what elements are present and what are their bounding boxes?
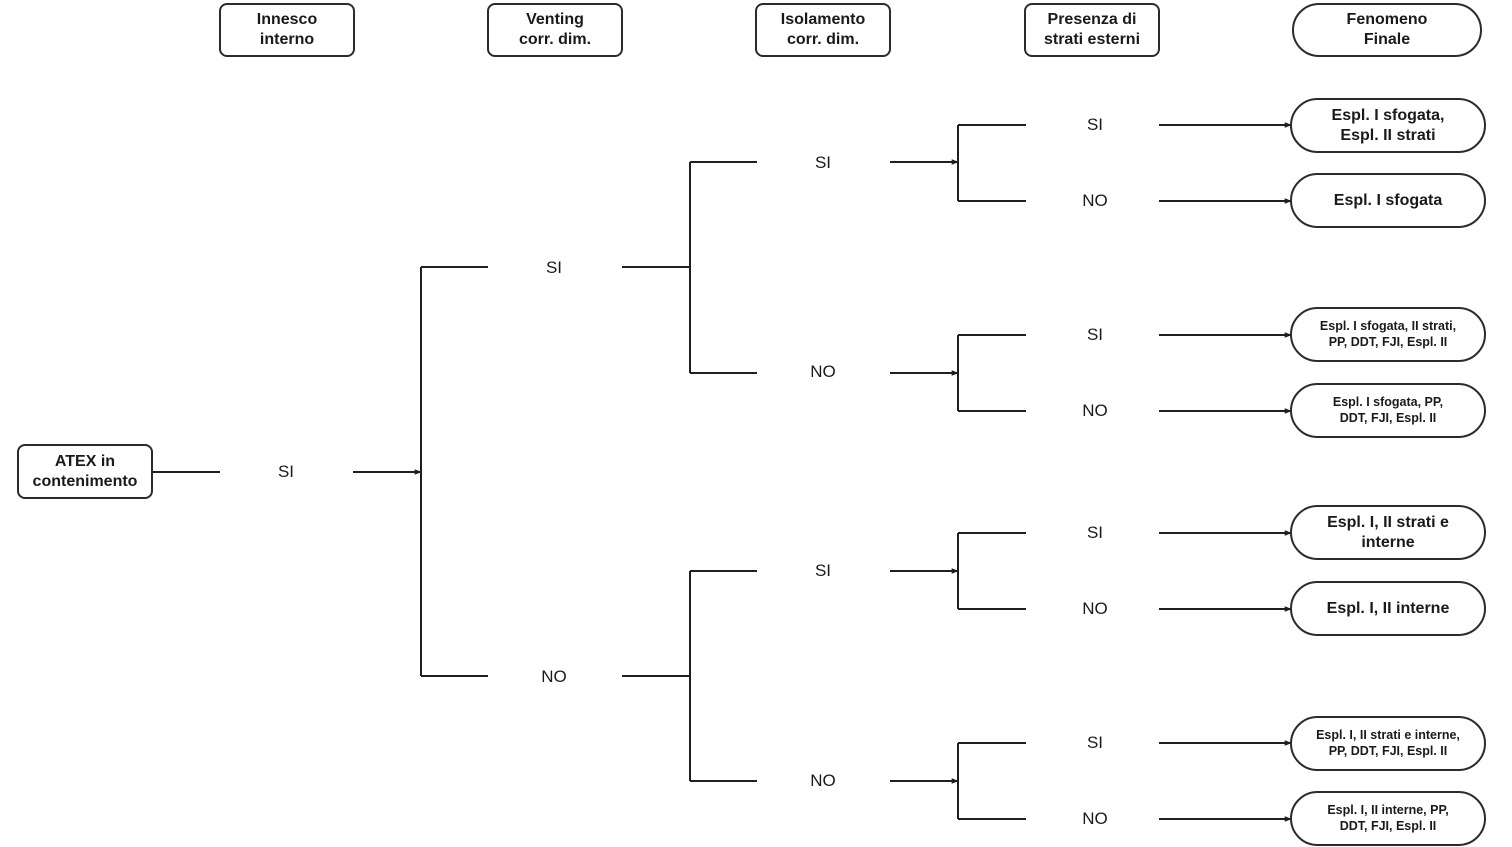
outcome-4-line2: DDT, FJI, Espl. II (1339, 410, 1437, 425)
root-atex-contenimento: ATEX in contenimento (17, 444, 153, 499)
header-strati-line2: strati esterni (1043, 31, 1141, 48)
outcome-5-line1: Espl. I, II strati e (1327, 513, 1449, 531)
outcome-box-1: Espl. I sfogata, Espl. II strati (1290, 98, 1486, 153)
outcome-3-line1: Espl. I sfogata, II strati, (1319, 318, 1457, 333)
header-isolamento: Isolamento corr. dim. (755, 3, 891, 57)
header-venting-line1: Venting (526, 11, 584, 28)
outcome-box-5: Espl. I, II strati e interne (1290, 505, 1486, 560)
isolamento-si-label-1: SI (814, 153, 832, 172)
isolamento-si-label-2: SI (814, 561, 832, 580)
strati-si-label-3: SI (1086, 523, 1104, 542)
strati-si-label-4: SI (1086, 733, 1104, 752)
outcome-3-line2: PP, DDT, FJI, Espl. II (1328, 334, 1448, 349)
isolamento-no-label-1: NO (810, 362, 836, 381)
venting-si-label: SI (545, 258, 563, 277)
outcome-box-4: Espl. I sfogata, PP,DDT, FJI, Espl. II (1290, 383, 1486, 438)
strati-no-label-2: NO (1082, 401, 1108, 420)
outcome-7-line2: PP, DDT, FJI, Espl. II (1328, 743, 1448, 758)
outcome-1-line2: Espl. II strati (1340, 126, 1436, 144)
outcome-6-line1: Espl. I, II interne (1326, 599, 1450, 617)
outcome-5-line2: interne (1361, 533, 1415, 551)
innesco-si-label: SI (277, 462, 295, 481)
isolamento-no-label-2: NO (810, 771, 836, 790)
header-venting: Venting corr. dim. (487, 3, 623, 57)
outcome-7-line1: Espl. I, II strati e interne, (1316, 727, 1460, 742)
strati-no-label-3: NO (1082, 599, 1108, 618)
header-venting-line2: corr. dim. (518, 31, 592, 48)
header-innesco-line2: interno (259, 31, 315, 48)
strati-no-label-4: NO (1082, 809, 1108, 828)
outcome-1-line1: Espl. I sfogata, (1331, 106, 1445, 124)
header-strati-line1: Presenza di (1047, 11, 1137, 28)
strati-si-label-2: SI (1086, 325, 1104, 344)
header-isolamento-line1: Isolamento (780, 11, 866, 28)
header-fenomeno-line1: Fenomeno (1346, 11, 1428, 28)
outcome-8-line1: Espl. I, II interne, PP, (1327, 802, 1449, 817)
root-line1: ATEX in (54, 452, 116, 470)
header-innesco-line1: Innesco (256, 11, 318, 28)
outcome-box-8: Espl. I, II interne, PP,DDT, FJI, Espl. … (1290, 791, 1486, 846)
root-line2: contenimento (32, 472, 138, 490)
outcome-box-7: Espl. I, II strati e interne,PP, DDT, FJ… (1290, 716, 1486, 771)
header-strati-esterni: Presenza di strati esterni (1024, 3, 1160, 57)
outcome-2-line1: Espl. I sfogata (1333, 191, 1443, 209)
strati-no-label-1: NO (1082, 191, 1108, 210)
header-isolamento-line2: corr. dim. (786, 31, 860, 48)
outcome-8-line2: DDT, FJI, Espl. II (1339, 818, 1437, 833)
outcome-box-3: Espl. I sfogata, II strati,PP, DDT, FJI,… (1290, 307, 1486, 362)
outcome-4-line1: Espl. I sfogata, PP, (1332, 394, 1444, 409)
header-fenomeno-line2: Finale (1363, 31, 1411, 48)
strati-si-label-1: SI (1086, 115, 1104, 134)
header-innesco-interno: Innesco interno (219, 3, 355, 57)
outcome-box-6: Espl. I, II interne (1290, 581, 1486, 636)
outcome-box-2: Espl. I sfogata (1290, 173, 1486, 228)
venting-no-label: NO (541, 667, 567, 686)
